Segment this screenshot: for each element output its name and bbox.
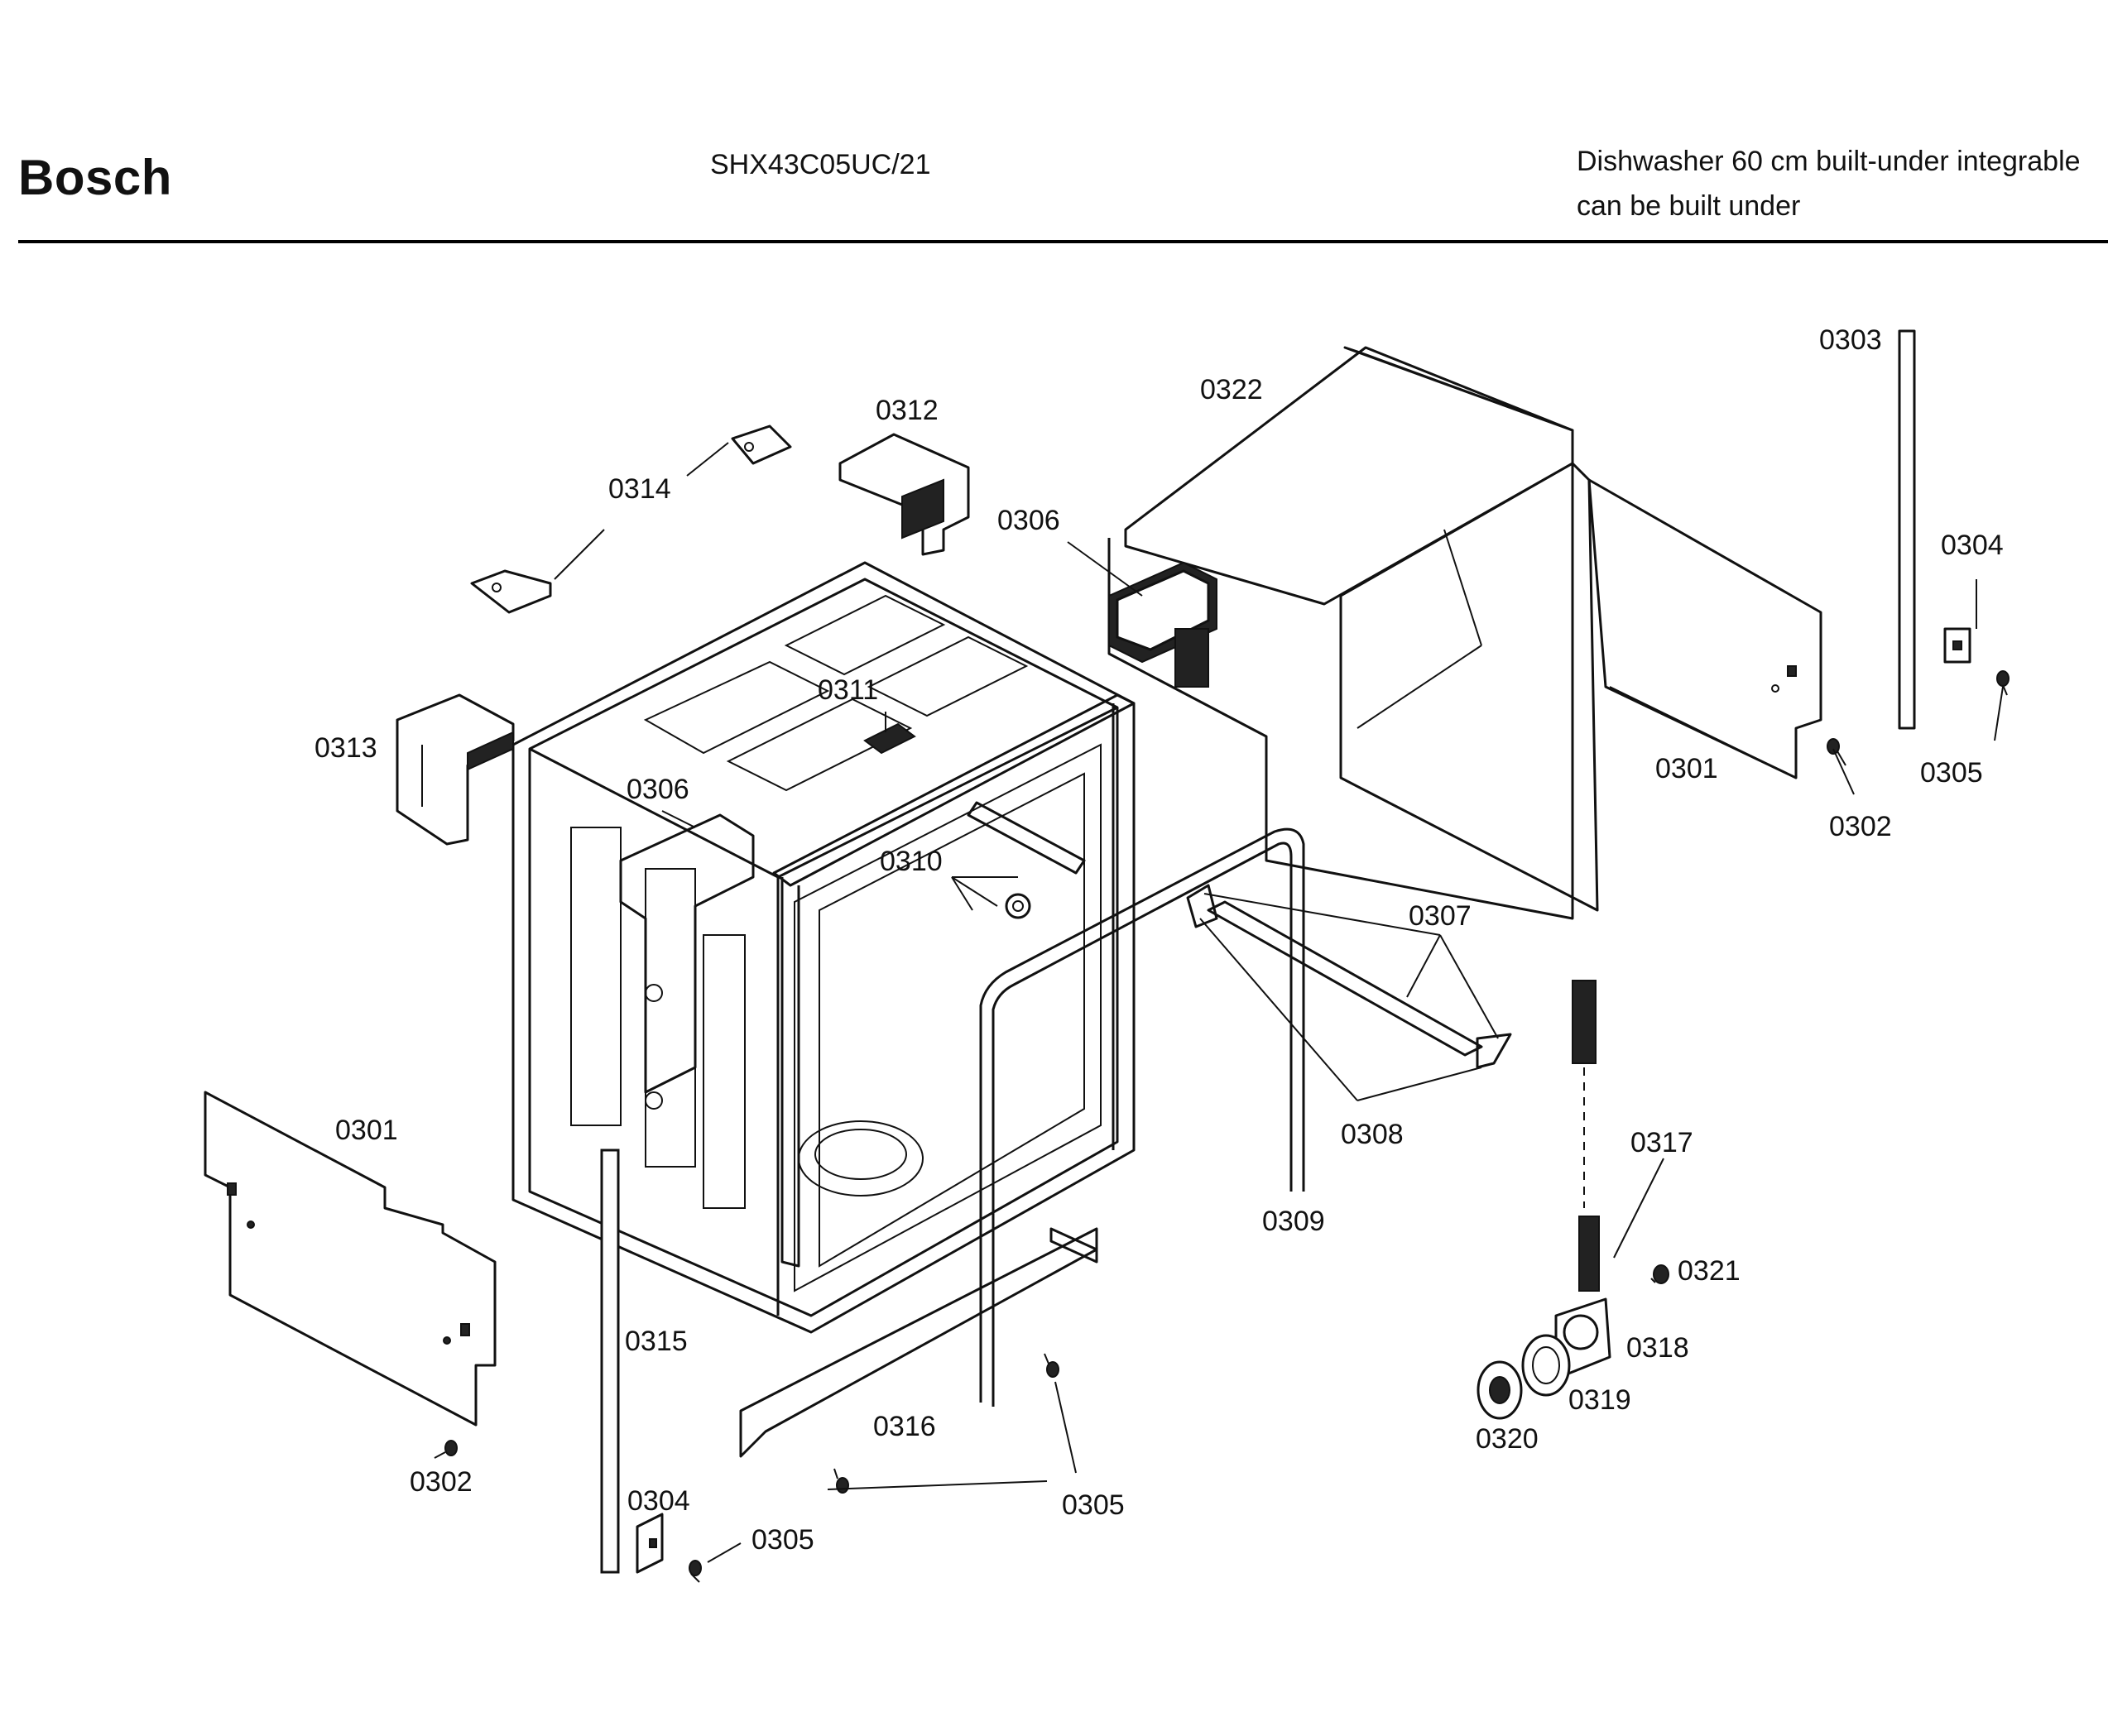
- callout-0305-right: 0305: [1920, 757, 1983, 789]
- rear-cabinet-panel: [1107, 346, 1599, 920]
- base-bar-0316: [739, 1227, 1098, 1458]
- callout-0316: 0316: [873, 1411, 936, 1442]
- callout-0303: 0303: [1819, 324, 1882, 356]
- callout-0318: 0318: [1626, 1332, 1689, 1364]
- callout-0314: 0314: [608, 473, 671, 505]
- screw-0305-right: [1996, 670, 2010, 696]
- inlet-pipe-0317: [1572, 980, 1600, 1292]
- callout-0311: 0311: [818, 674, 878, 706]
- callout-0307: 0307: [1409, 900, 1472, 932]
- side-panel-left: [204, 1091, 497, 1427]
- bracket-0304-left: [636, 1513, 664, 1574]
- cap-0320: [1477, 1360, 1523, 1420]
- leader-lines: [554, 442, 2004, 1563]
- screw-0302-right: [1827, 738, 1846, 766]
- side-panel-right: [1587, 478, 1822, 779]
- rod-0307: [1186, 884, 1512, 1069]
- bracket-0313: [396, 693, 515, 846]
- bracket-0304-right: [1943, 627, 1971, 664]
- callout-0321: 0321: [1678, 1255, 1741, 1287]
- callout-0309: 0309: [1262, 1206, 1325, 1237]
- product-description-line1: Dishwasher 60 cm built-under integrable: [1577, 146, 2081, 177]
- tub-assembly: [511, 561, 1136, 1334]
- callout-0317: 0317: [1630, 1127, 1693, 1158]
- callout-0320: 0320: [1476, 1423, 1539, 1455]
- callout-0301-left: 0301: [335, 1115, 398, 1146]
- door-seal-frame: [772, 693, 1136, 1268]
- callout-0306-upper: 0306: [997, 505, 1060, 536]
- right-edge-strip: [1898, 329, 1916, 730]
- callout-0304-left: 0304: [627, 1485, 690, 1517]
- callout-0308: 0308: [1341, 1119, 1404, 1150]
- screw-0302-left: [434, 1440, 458, 1459]
- callout-0305-left: 0305: [751, 1524, 814, 1556]
- callout-0319: 0319: [1568, 1384, 1631, 1416]
- bracket-0312: [838, 433, 970, 556]
- screw-0321: [1650, 1264, 1669, 1284]
- header-divider: [18, 240, 2108, 243]
- callout-0322: 0322: [1200, 374, 1263, 405]
- callout-0305-center: 0305: [1062, 1489, 1125, 1521]
- callout-0310: 0310: [880, 846, 943, 877]
- callout-0312: 0312: [876, 395, 939, 426]
- callout-0301-right: 0301: [1655, 753, 1718, 784]
- callout-0302-left: 0302: [410, 1466, 473, 1498]
- screw-0305-left: [689, 1560, 702, 1583]
- seal-ring-0319: [1521, 1334, 1571, 1397]
- callout-0315: 0315: [625, 1326, 688, 1357]
- seal-strips: [600, 827, 1305, 1574]
- bracket-0314-lower: [470, 569, 552, 614]
- callout-0313: 0313: [315, 732, 377, 764]
- screw-0305-center-b: [1044, 1353, 1059, 1378]
- product-description-line2: can be built under: [1577, 190, 1801, 222]
- callout-0306-lower: 0306: [627, 774, 689, 805]
- bracket-0314-upper: [731, 424, 792, 465]
- callout-0304-right: 0304: [1941, 530, 2004, 561]
- brand-name: Bosch: [18, 150, 172, 205]
- model-number: SHX43C05UC/21: [710, 149, 931, 180]
- callout-0302-right: 0302: [1829, 811, 1892, 842]
